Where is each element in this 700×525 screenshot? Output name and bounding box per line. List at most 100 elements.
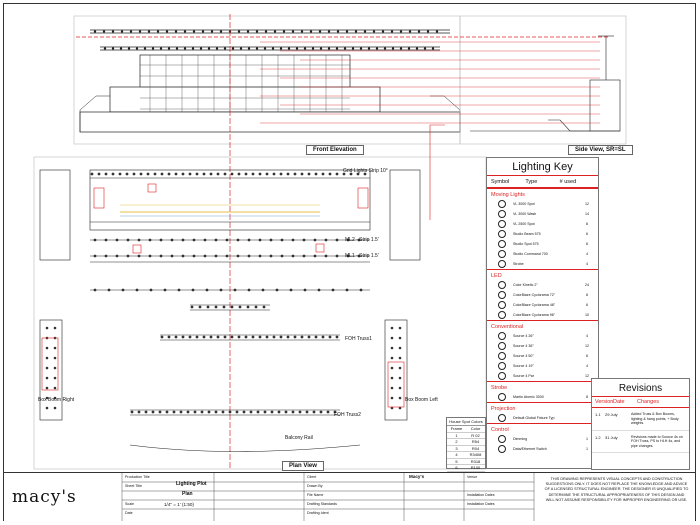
fixture-symbol-icon bbox=[491, 332, 513, 340]
sheet-title-value: Lighting Plot bbox=[176, 481, 207, 487]
fixture-symbol-icon bbox=[491, 250, 513, 258]
house-colors-title: House Spot Colors bbox=[447, 418, 485, 426]
date-header: Date bbox=[613, 399, 625, 405]
fixture-count: 12 bbox=[585, 344, 589, 348]
type-header: Type bbox=[525, 179, 538, 185]
fixture-count: 12 bbox=[585, 374, 589, 378]
changes-header: Changes bbox=[637, 399, 660, 405]
date-field: Date bbox=[125, 511, 133, 515]
used-header: # used bbox=[559, 179, 577, 185]
fixture-symbol-icon bbox=[491, 260, 513, 268]
production-title-field: Production Title bbox=[125, 475, 150, 479]
fixture-symbol-icon bbox=[491, 291, 513, 299]
revisions-header: Version Date Changes bbox=[592, 397, 689, 408]
key-row: Source 4 19°4 bbox=[487, 361, 598, 371]
fixture-symbol-icon bbox=[491, 445, 513, 453]
title-block-grid bbox=[121, 473, 535, 521]
key-section-title: LED bbox=[487, 269, 598, 280]
fixture-count: 8 bbox=[586, 293, 588, 297]
fixture-symbol-icon bbox=[491, 240, 513, 248]
fixture-type: Studio Beam 575 bbox=[513, 232, 541, 236]
fixture-symbol-icon bbox=[491, 301, 513, 309]
side-view-title: Side View, SR=SL bbox=[568, 145, 633, 155]
fixture-type: VL 3000 Wash bbox=[513, 212, 537, 216]
fixture-symbol-icon bbox=[491, 435, 513, 443]
fixture-type: Source 4 Par bbox=[513, 374, 534, 378]
fixture-count: 6 bbox=[586, 242, 588, 246]
fixture-count: 6 bbox=[586, 354, 588, 358]
fixture-symbol-icon bbox=[491, 372, 513, 380]
sheet-subtitle-value: Plan bbox=[182, 491, 193, 497]
client-field: Client bbox=[307, 475, 317, 479]
box-boom-right-label: Box Boom Right bbox=[38, 397, 75, 403]
venue-field: Venue bbox=[467, 475, 478, 479]
key-section-title: Moving Lights bbox=[487, 188, 598, 199]
fixture-type: Data/Ethernet Switch bbox=[513, 447, 547, 451]
key-row: VL 3000 Wash 14 bbox=[487, 209, 598, 219]
fixture-count: 8 bbox=[586, 395, 588, 399]
ml1-label: ML1 - Strip 1.5' bbox=[345, 253, 379, 259]
fixture-count: 4 bbox=[586, 252, 588, 256]
fixture-symbol-icon bbox=[491, 281, 513, 289]
key-row: ColorBlaze Cyclorama 72"8 bbox=[487, 290, 598, 300]
scale-field: Scale bbox=[125, 502, 134, 506]
fixture-count: 14 bbox=[585, 212, 589, 216]
fixture-symbol-icon bbox=[491, 311, 513, 319]
fixture-type: Source 4 26° bbox=[513, 334, 534, 338]
plan-view-title: Plan View bbox=[282, 461, 324, 471]
balcony-rail-label: Balcony Rail bbox=[285, 435, 313, 441]
lighting-key: Lighting Key Symbol Type # used Moving L… bbox=[486, 157, 599, 469]
fixture-count: 4 bbox=[586, 334, 588, 338]
drafting-ident-field: Drafting Ident bbox=[307, 511, 329, 515]
installation-dates-field: Installation Dates bbox=[467, 493, 495, 497]
key-row: Color Kinetic 2"24 bbox=[487, 280, 598, 290]
file-name-field: File Name bbox=[307, 493, 324, 497]
key-row: Source 4 Par 12 bbox=[487, 371, 598, 381]
fixture-type: VL 3000 Spot bbox=[513, 202, 535, 206]
macys-logo: macy's bbox=[12, 487, 77, 507]
fixture-count: 4 bbox=[586, 364, 588, 368]
fixture-count: 24 bbox=[585, 283, 589, 287]
fixture-count: 6 bbox=[586, 303, 588, 307]
symbol-header: Symbol bbox=[491, 179, 510, 185]
key-row: Source 4 36° 12 bbox=[487, 341, 598, 351]
fixture-count: 8 bbox=[586, 222, 588, 226]
drawn-by-field: Drawn By bbox=[307, 484, 323, 488]
fixture-type: Source 4 36° bbox=[513, 344, 534, 348]
scale-value: 1/4" = 1' (1:50) bbox=[164, 502, 194, 507]
client-value: Macy's bbox=[409, 474, 425, 479]
frame-header: Frame bbox=[450, 426, 463, 431]
color-header: Color bbox=[470, 426, 481, 431]
box-boom-left-label: Box Boom Left bbox=[405, 397, 438, 403]
fixture-type: Studio Spot 575 bbox=[513, 242, 539, 246]
key-section-title: Projection bbox=[487, 402, 598, 413]
fixture-symbol-icon bbox=[491, 220, 513, 228]
key-row: Studio Spot 575 6 bbox=[487, 239, 598, 249]
key-row: Source 4 50°6 bbox=[487, 351, 598, 361]
fixture-symbol-icon bbox=[491, 210, 513, 218]
fixture-symbol-icon bbox=[491, 230, 513, 238]
fixture-count: 10 bbox=[585, 313, 589, 317]
key-row: Source 4 26° 4 bbox=[487, 331, 598, 341]
fixture-symbol-icon bbox=[491, 393, 513, 401]
key-row: ColorBlaze Cyclorama 48" 6 bbox=[487, 300, 598, 310]
house-colors-header: Frame Color bbox=[447, 426, 485, 433]
fixture-type: ColorBlaze Cyclorama 48" bbox=[513, 303, 556, 307]
drafting-standards-field: Drafting Standards bbox=[307, 502, 337, 506]
